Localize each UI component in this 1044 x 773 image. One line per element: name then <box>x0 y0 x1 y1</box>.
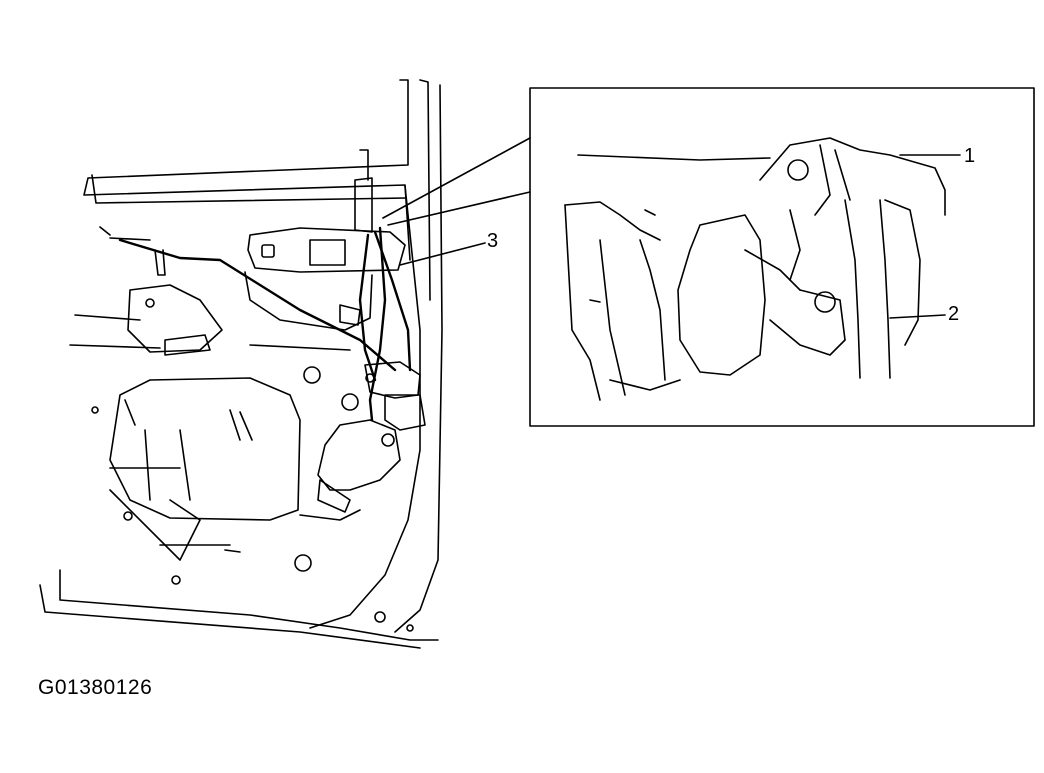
window-regulator <box>109 149 373 521</box>
callout-3: 3 <box>487 230 498 252</box>
callout-2: 2 <box>948 303 959 325</box>
callout-leaders <box>399 154 961 319</box>
inner-panel <box>69 226 414 632</box>
door-lock-assembly <box>299 361 426 521</box>
detail-inset-frame <box>529 87 1035 427</box>
callout-1: 1 <box>964 145 975 167</box>
inside-handle-housing <box>244 227 406 331</box>
detail-inset-drawing <box>564 137 946 401</box>
detail-leader-lines <box>382 137 531 226</box>
door-frame <box>39 79 443 649</box>
figure-id: G01380126 <box>38 676 153 699</box>
